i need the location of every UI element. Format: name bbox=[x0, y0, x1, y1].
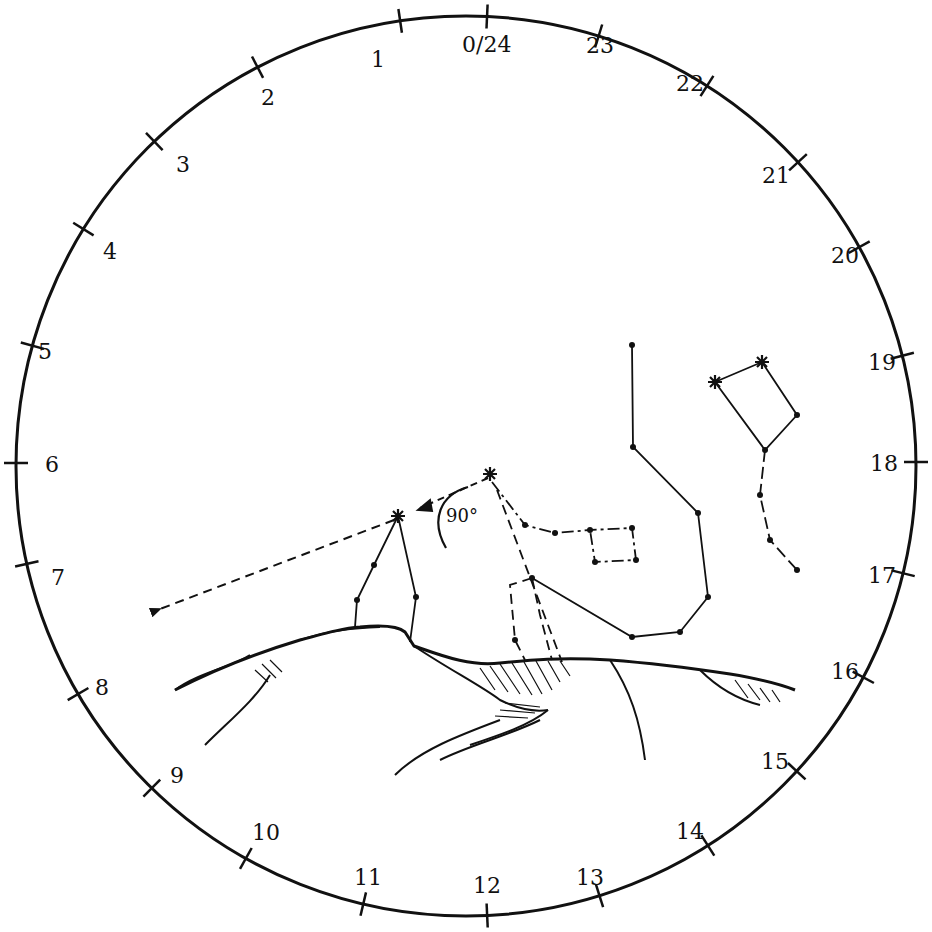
hour-label: 5 bbox=[36, 340, 54, 364]
hour-label: 21 bbox=[760, 164, 792, 188]
stars bbox=[354, 342, 800, 643]
hour-tick bbox=[904, 461, 928, 464]
hour-label: 3 bbox=[174, 153, 192, 177]
hour-tick bbox=[143, 780, 160, 797]
angle-label: 90° bbox=[444, 506, 480, 526]
hour-tick bbox=[15, 561, 38, 566]
hour-label: 23 bbox=[584, 34, 616, 58]
hour-label: 6 bbox=[43, 453, 61, 477]
hour-label: 12 bbox=[471, 874, 503, 898]
hour-tick bbox=[789, 154, 807, 170]
hour-ticks bbox=[4, 5, 928, 928]
hour-tick bbox=[146, 133, 163, 150]
hour-tick bbox=[361, 892, 367, 915]
hour-tick bbox=[240, 848, 252, 869]
hour-label: 9 bbox=[168, 764, 186, 788]
hour-label: 20 bbox=[829, 244, 861, 268]
hour-label: 17 bbox=[866, 564, 898, 588]
hour-label: 1 bbox=[369, 48, 387, 72]
bright-stars bbox=[391, 355, 769, 523]
pointer-lines bbox=[160, 478, 488, 609]
hour-label: 11 bbox=[352, 866, 384, 890]
hour-tick bbox=[68, 688, 89, 700]
hour-label: 8 bbox=[93, 676, 111, 700]
hour-label: 22 bbox=[674, 72, 706, 96]
hour-label: 2 bbox=[259, 86, 277, 110]
hour-tick bbox=[487, 904, 488, 928]
mountains bbox=[175, 626, 795, 775]
hour-label: 13 bbox=[574, 866, 606, 890]
hour-label: 19 bbox=[866, 351, 898, 375]
hour-tick bbox=[398, 9, 402, 33]
hour-tick bbox=[487, 5, 488, 29]
mountain-hatching bbox=[255, 660, 780, 718]
hour-label: 0/24 bbox=[460, 33, 513, 57]
hour-tick bbox=[4, 462, 28, 465]
constellation-lines bbox=[355, 345, 797, 662]
hour-label: 14 bbox=[674, 820, 706, 844]
clock-rim bbox=[16, 16, 916, 916]
hour-tick bbox=[788, 763, 806, 779]
hour-label: 4 bbox=[101, 240, 119, 264]
hour-label: 10 bbox=[250, 821, 282, 845]
hour-label: 16 bbox=[829, 660, 861, 684]
hour-tick bbox=[252, 57, 263, 78]
hour-label: 18 bbox=[868, 452, 900, 476]
hour-label: 15 bbox=[759, 750, 791, 774]
hour-label: 7 bbox=[49, 566, 67, 590]
hour-tick bbox=[73, 223, 93, 236]
